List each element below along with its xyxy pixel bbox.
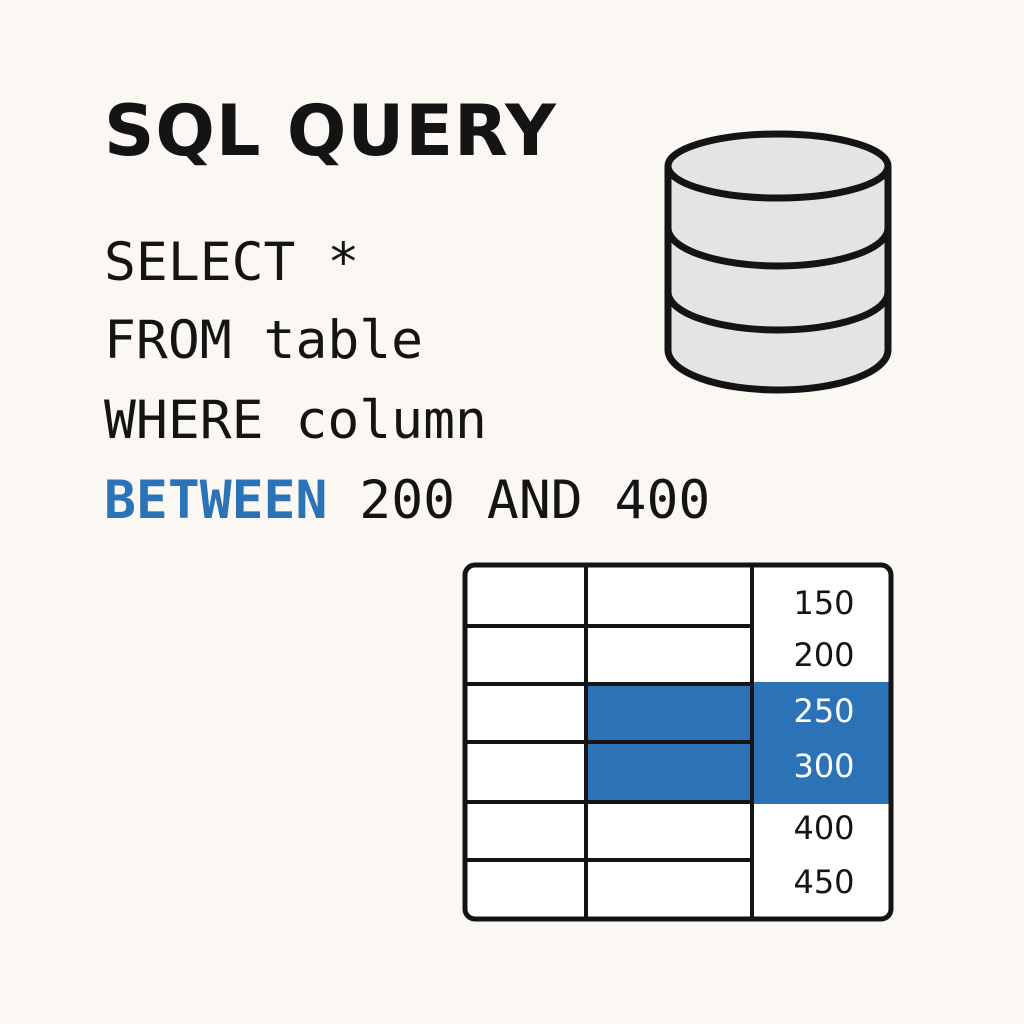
database-body: [664, 166, 892, 394]
database-ring: [664, 227, 892, 270]
between-keyword: BETWEEN: [104, 470, 328, 531]
query-line-between: BETWEEN 200 AND 400: [104, 474, 710, 527]
data-table: 150 200 250 300 400 450: [462, 562, 894, 922]
table-cell-value: 200: [793, 636, 854, 674]
table-cell-value: 250: [793, 692, 854, 730]
table-cell-value: 450: [793, 863, 854, 901]
database-cylinder: [664, 130, 892, 394]
table-cell-value: 400: [793, 809, 854, 847]
page-title: SQL QUERY: [104, 90, 557, 172]
database-top: [664, 130, 892, 202]
between-range: 200 AND 400: [327, 470, 711, 531]
table-cell-value: 150: [793, 584, 854, 622]
query-line-select: SELECT *: [104, 232, 360, 293]
database-icon: [664, 130, 892, 394]
query-line-from: FROM table: [104, 310, 424, 371]
database-ring: [664, 291, 892, 334]
table-border: [462, 562, 894, 922]
query-line-where: WHERE column: [104, 390, 487, 451]
table-cell-value: 300: [793, 747, 854, 785]
